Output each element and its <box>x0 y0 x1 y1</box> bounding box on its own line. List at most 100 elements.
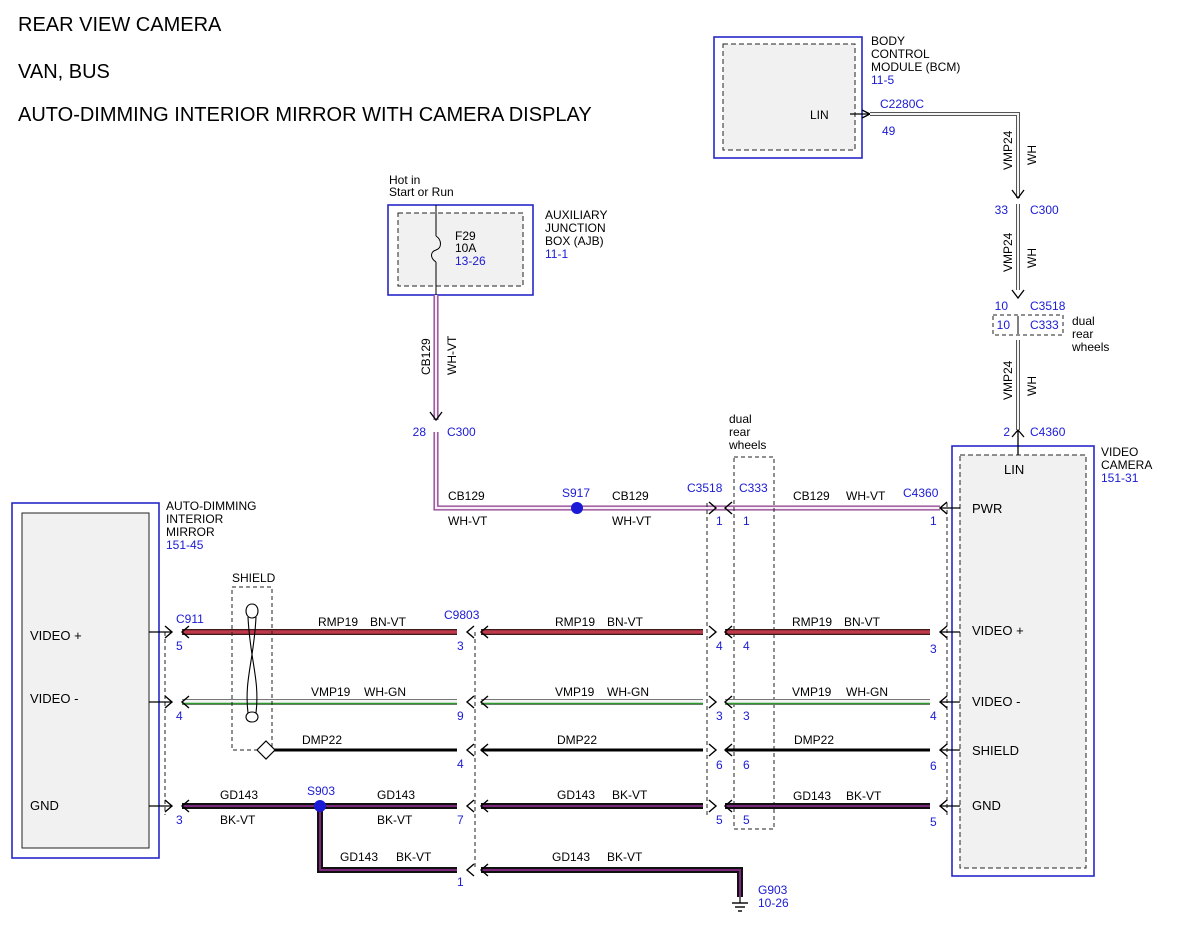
camera-pin-shield: SHIELD <box>972 743 1019 758</box>
wire-wh-a: WH <box>1025 145 1039 165</box>
c3518-upper-label: C3518 <box>1030 299 1066 313</box>
camera-name-2: CAMERA <box>1101 458 1152 472</box>
camera-ref: 151-31 <box>1101 471 1139 485</box>
c9803-pin-4: 4 <box>457 757 464 771</box>
c3518-arrow <box>708 799 718 813</box>
mirror-pin-video-plus: VIDEO + <box>30 628 82 643</box>
c300-upper-pin: 33 <box>995 203 1009 217</box>
wire-wh-c: WH <box>1025 376 1039 396</box>
lbl-bkvt-b: BK-VT <box>377 813 413 827</box>
c4360-pin-3: 3 <box>930 642 937 656</box>
wire-vmp19-video-minus <box>182 699 930 705</box>
bcm-name-1: BODY <box>871 34 905 48</box>
c2280c-label: C2280C <box>880 97 924 111</box>
c911-pin-3: 3 <box>176 813 183 827</box>
pwr-whvt-c: WH-VT <box>846 489 886 503</box>
mirror-name-1: AUTO-DIMMING <box>166 499 256 513</box>
c9803-pin-3: 3 <box>457 639 464 653</box>
c333-dashed-box <box>733 456 775 830</box>
lbl-bkvt-d: BK-VT <box>846 789 882 803</box>
ajb-power-2: Start or Run <box>389 185 454 199</box>
lbl-gd143-a: GD143 <box>220 788 258 802</box>
fuse-name: F29 <box>455 229 476 243</box>
camera-pin-video-minus: VIDEO - <box>972 694 1020 709</box>
c9803-pin-7: 7 <box>457 813 464 827</box>
camera-pin-gnd: GND <box>972 798 1001 813</box>
c300-upper-label: C300 <box>1030 203 1059 217</box>
splice-s903 <box>314 800 326 812</box>
pwr-whvt-a: WH-VT <box>448 514 488 528</box>
bcm-ref: 11-5 <box>871 73 894 87</box>
lbl-whgn-a: WH-GN <box>364 685 406 699</box>
c4360-lin-label: C4360 <box>1030 425 1066 439</box>
lbl-rmp19-a: RMP19 <box>318 615 358 629</box>
c3518-pin-1: 1 <box>716 514 723 528</box>
dual-rear-mid-3: wheels <box>728 438 766 452</box>
lbl-bnvt-a: BN-VT <box>370 615 407 629</box>
lbl-dmp22-c: DMP22 <box>794 733 834 747</box>
c911-arrow <box>164 799 174 813</box>
shield-label: SHIELD <box>232 571 276 585</box>
shield-twist-symbol <box>231 586 276 760</box>
wire-wh-b: WH <box>1025 248 1039 268</box>
camera-pin-pwr: PWR <box>972 501 1002 516</box>
c9803-arrow-b <box>479 695 489 709</box>
c3518-arrow <box>708 695 718 709</box>
c333-arrow <box>723 799 733 813</box>
lbl-vmp19-c: VMP19 <box>792 685 832 699</box>
c3518-arrow <box>708 743 718 757</box>
c911-arrow-in <box>180 695 190 709</box>
c9803-gnd-arrow-b <box>479 863 489 877</box>
c3518-pin-6: 6 <box>716 758 723 772</box>
c333-pwr-arrow <box>723 501 733 515</box>
ajb-name-2: JUNCTION <box>545 221 606 235</box>
c9803-arrow-b <box>479 743 489 757</box>
c3518-pin-4: 4 <box>716 639 723 653</box>
wire-vmp24-c: VMP24 <box>1001 360 1015 400</box>
lbl-whgn-c: WH-GN <box>846 685 888 699</box>
c3518-upper-pin: 10 <box>995 299 1009 313</box>
dual-rear-mid-2: rear <box>729 425 750 439</box>
power-wire-cb129 <box>433 295 940 511</box>
c333-pin-4: 4 <box>743 639 750 653</box>
page-subtitle: AUTO-DIMMING INTERIOR MIRROR WITH CAMERA… <box>18 104 592 126</box>
c3518-pwr-arrow <box>708 501 718 515</box>
mirror-name-2: INTERIOR <box>166 512 224 526</box>
c333-arrow <box>723 625 733 639</box>
c333-arrow <box>723 743 733 757</box>
c9803-pin-1: 1 <box>457 875 464 889</box>
c2280c-pin: 49 <box>882 124 896 138</box>
lbl-dmp22-b: DMP22 <box>557 733 597 747</box>
lbl-rmp19-c: RMP19 <box>792 615 832 629</box>
s903-label: S903 <box>307 784 335 798</box>
lbl-bnvt-b: BN-VT <box>607 615 644 629</box>
c333-label: C333 <box>739 481 768 495</box>
c9803-arrow <box>465 799 475 813</box>
c333-pin-3: 3 <box>743 709 750 723</box>
c911-arrow-in <box>180 625 190 639</box>
camera-pin-lin: LIN <box>1004 462 1024 477</box>
camera-pin-video-plus: VIDEO + <box>972 623 1024 638</box>
wire-vmp24-a: VMP24 <box>1001 130 1015 170</box>
camera-module: LIN PWR VIDEO + VIDEO - SHIELD GND VIDEO… <box>951 445 1152 877</box>
c911-label: C911 <box>176 612 204 626</box>
ajb-power-1: Hot in <box>389 173 420 187</box>
lbl-gd143-c: GD143 <box>557 788 595 802</box>
wire-vmp24-b: VMP24 <box>1001 232 1015 272</box>
c911-arrow <box>164 695 174 709</box>
c4360-pin-1: 1 <box>930 514 937 528</box>
c9803-label: C9803 <box>444 608 480 622</box>
s917-label: S917 <box>562 486 590 500</box>
ground-icon <box>732 897 748 912</box>
pwr-cb129-b: CB129 <box>612 489 649 503</box>
c9803-pin-9: 9 <box>457 709 464 723</box>
ajb-module: F29 10A 13-26 Hot in Start or Run AUXILI… <box>387 173 607 296</box>
pwr-cb129-a: CB129 <box>448 489 485 503</box>
c300-lower-pin: 28 <box>413 425 427 439</box>
c4360-pin-5: 5 <box>930 815 937 829</box>
lbl-bkvt-e: BK-VT <box>396 850 432 864</box>
c333-pin-1: 1 <box>743 514 750 528</box>
ajb-ref: 11-1 <box>545 247 568 261</box>
c911-pin-4: 4 <box>176 709 183 723</box>
